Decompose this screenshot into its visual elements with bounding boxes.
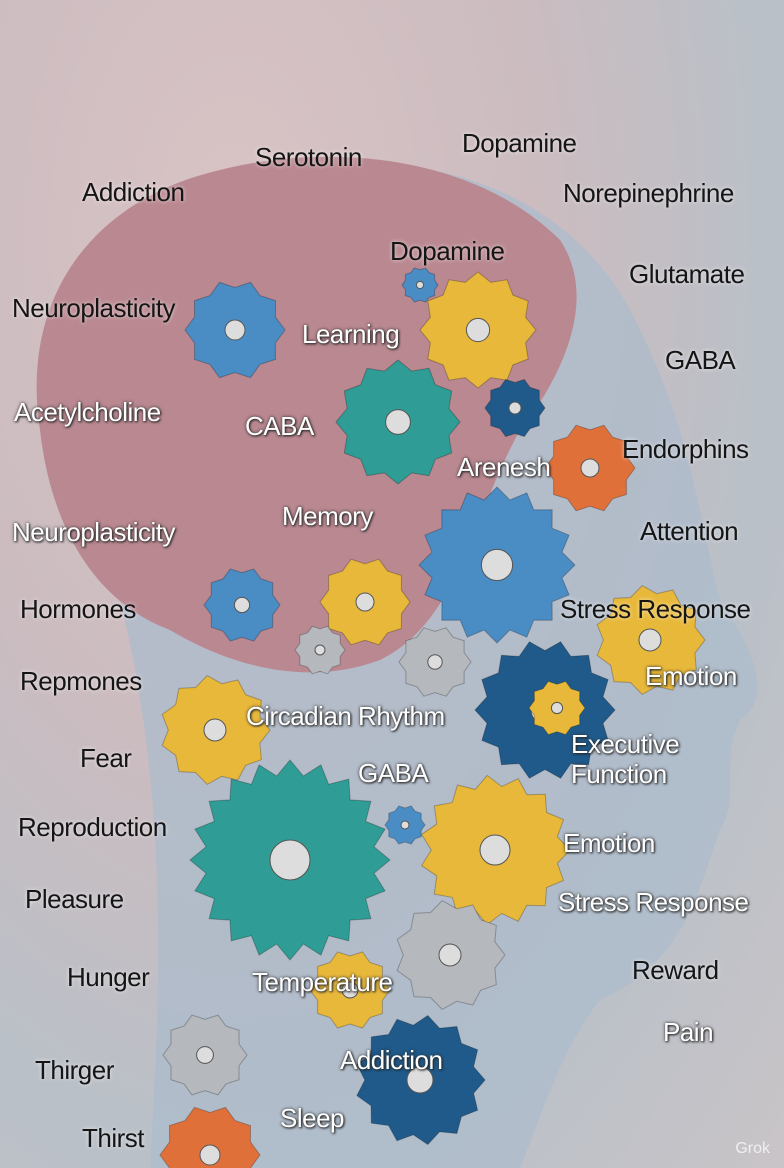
label: Dopamine <box>390 236 505 266</box>
gear-icon <box>309 951 391 1029</box>
label: Reward <box>632 955 719 985</box>
label: Temperature <box>252 967 393 997</box>
label: Neuroplasticity <box>12 293 176 323</box>
label: GABA <box>665 345 736 375</box>
label: Reproduction <box>18 812 167 842</box>
gear-icon <box>189 759 391 961</box>
label: Learning <box>302 319 400 349</box>
label: Addiction <box>340 1045 443 1075</box>
label: Emotion <box>645 661 737 691</box>
label: Function <box>571 759 667 789</box>
label: Memory <box>282 501 373 531</box>
label: Sleep <box>280 1103 345 1133</box>
label: Norepinephrine <box>563 178 734 208</box>
gear-icon <box>596 584 706 696</box>
label: Pleasure <box>25 884 124 914</box>
gear-icon <box>401 267 439 303</box>
gear-icon <box>484 378 546 438</box>
gear-icon <box>294 625 346 675</box>
label: Attention <box>640 516 739 546</box>
gear-icon <box>528 680 586 736</box>
label: Endorphins <box>622 434 749 464</box>
gear-icon <box>159 1106 261 1168</box>
gear-icon <box>162 1014 248 1096</box>
gear-icon <box>419 271 537 389</box>
gear-icon <box>544 424 636 512</box>
label: Stress Response <box>560 594 751 624</box>
label: Neuroplasticity <box>12 517 176 547</box>
label: Hormones <box>20 594 136 624</box>
label: Thirst <box>82 1123 145 1153</box>
label: Arenesh <box>457 452 551 482</box>
gear-icon <box>203 568 281 642</box>
gear-icon <box>356 1014 486 1146</box>
label: GABA <box>358 758 429 788</box>
label: Repmones <box>20 666 142 696</box>
gear-icon <box>319 558 411 646</box>
label: CABA <box>245 411 314 441</box>
gear-icon <box>161 674 271 786</box>
label: Executive <box>571 729 680 759</box>
label: Pain <box>663 1017 714 1047</box>
label: Dopamine <box>462 128 577 158</box>
label: Stress Response <box>558 887 749 917</box>
label: Glutamate <box>629 259 745 289</box>
gear-icon <box>396 899 506 1011</box>
label: Emotion <box>563 828 655 858</box>
gear-icon <box>384 805 426 845</box>
label: Circadian Rhythm <box>246 701 445 731</box>
gear-icon <box>335 359 461 485</box>
gear-icon <box>398 627 472 697</box>
gear-icon <box>418 486 576 644</box>
label: Fear <box>80 743 132 773</box>
gear-icon <box>184 281 286 379</box>
gear-icon <box>420 774 571 926</box>
watermark: Grok <box>735 1140 770 1157</box>
label: Serotonin <box>255 142 362 172</box>
label: Thirger <box>35 1055 114 1085</box>
label: Addiction <box>82 177 185 207</box>
label: Hunger <box>67 962 150 992</box>
label: Acetylcholine <box>14 397 161 427</box>
